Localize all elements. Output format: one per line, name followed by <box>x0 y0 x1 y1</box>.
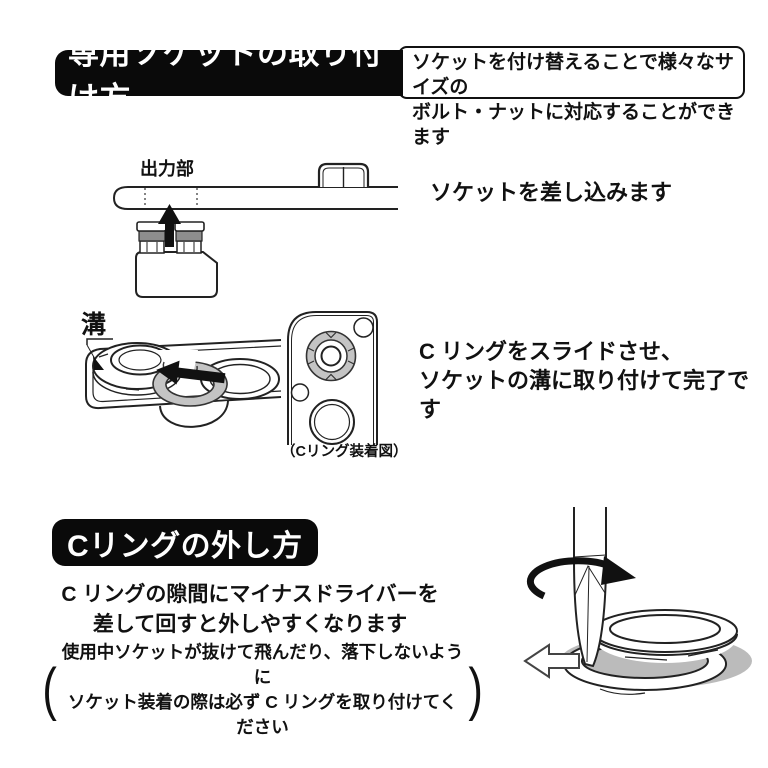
intro-line-2: ボルト・ナットに対応することができます <box>412 102 736 148</box>
groove-band-right <box>175 230 203 242</box>
output-dotted-marks <box>144 188 198 208</box>
large-hole <box>309 399 355 445</box>
slide-out-arrow-icon <box>523 643 580 679</box>
note-lines: 使用中ソケットが抜けて飛んだり、落下しないように ソケット装着の際は必ず C リ… <box>59 640 465 740</box>
remove-tip-line2: 差して回すと外しやすくなります <box>92 613 408 636</box>
step1-instruction: ソケットを差し込みます <box>430 180 673 205</box>
attach-section-title: 専用ソケットの取り付け方 <box>68 36 383 116</box>
socket-insert-diagram <box>113 162 398 298</box>
screwdriver <box>573 507 607 668</box>
groove-label: 溝 <box>81 311 107 339</box>
groove-leader-line <box>86 338 113 370</box>
insert-up-arrow-icon <box>158 204 181 247</box>
groove-band-left <box>138 230 166 242</box>
intro-box: ソケットを付け替えることで様々なサイズの ボルト・ナットに対応することができます <box>398 46 745 148</box>
bolt-head <box>317 162 370 187</box>
note-line2: ソケット装着の際は必ず C リングを取り付けてください <box>67 692 458 737</box>
remove-section-banner: Cリングの外し方 <box>52 519 318 566</box>
socket-underside <box>159 400 229 428</box>
ratchet-perspective-view <box>85 338 282 428</box>
output-part-label: 出力部 <box>140 159 194 179</box>
remove-tip-line1: C リングの隙間にマイナスドライバーを <box>61 583 439 606</box>
remove-note: ( 使用中ソケットが抜けて飛んだり、落下しないように ソケット装着の際は必ず C… <box>40 640 485 740</box>
attach-section-banner: 専用ソケットの取り付け方 <box>55 36 403 116</box>
step2-instruction-line1: C リングをスライドさせ、 <box>419 339 684 364</box>
step2-instruction: C リングをスライドさせ、 ソケットの溝に取り付けて完了です <box>419 337 768 424</box>
ratchet-top-view <box>287 311 378 445</box>
socket-side-view <box>135 221 218 298</box>
step2-instruction-line2: ソケットの溝に取り付けて完了です <box>419 368 750 422</box>
note-line1: 使用中ソケットが抜けて飛んだり、落下しないように <box>61 642 464 687</box>
figure-caption: （Cリング装着図） <box>281 444 408 460</box>
slide-left-arrow-icon <box>156 360 226 385</box>
ratchet-side-view <box>113 162 398 210</box>
rotate-arrow-icon <box>526 556 636 600</box>
c-ring-installed <box>305 330 357 382</box>
intro-line-1: ソケットを付け替えることで様々なサイズの <box>412 52 734 98</box>
c-ring-attach-diagram <box>85 311 378 445</box>
remove-section-title: Cリングの外し方 <box>67 529 303 563</box>
note-open-paren: ( <box>42 657 57 722</box>
c-ring-remove-diagram <box>523 507 752 695</box>
socket-top-view <box>592 609 738 663</box>
note-close-paren: ) <box>468 657 483 722</box>
remove-tip: C リングの隙間にマイナスドライバーを 差して回すと外しやすくなります <box>30 580 470 640</box>
